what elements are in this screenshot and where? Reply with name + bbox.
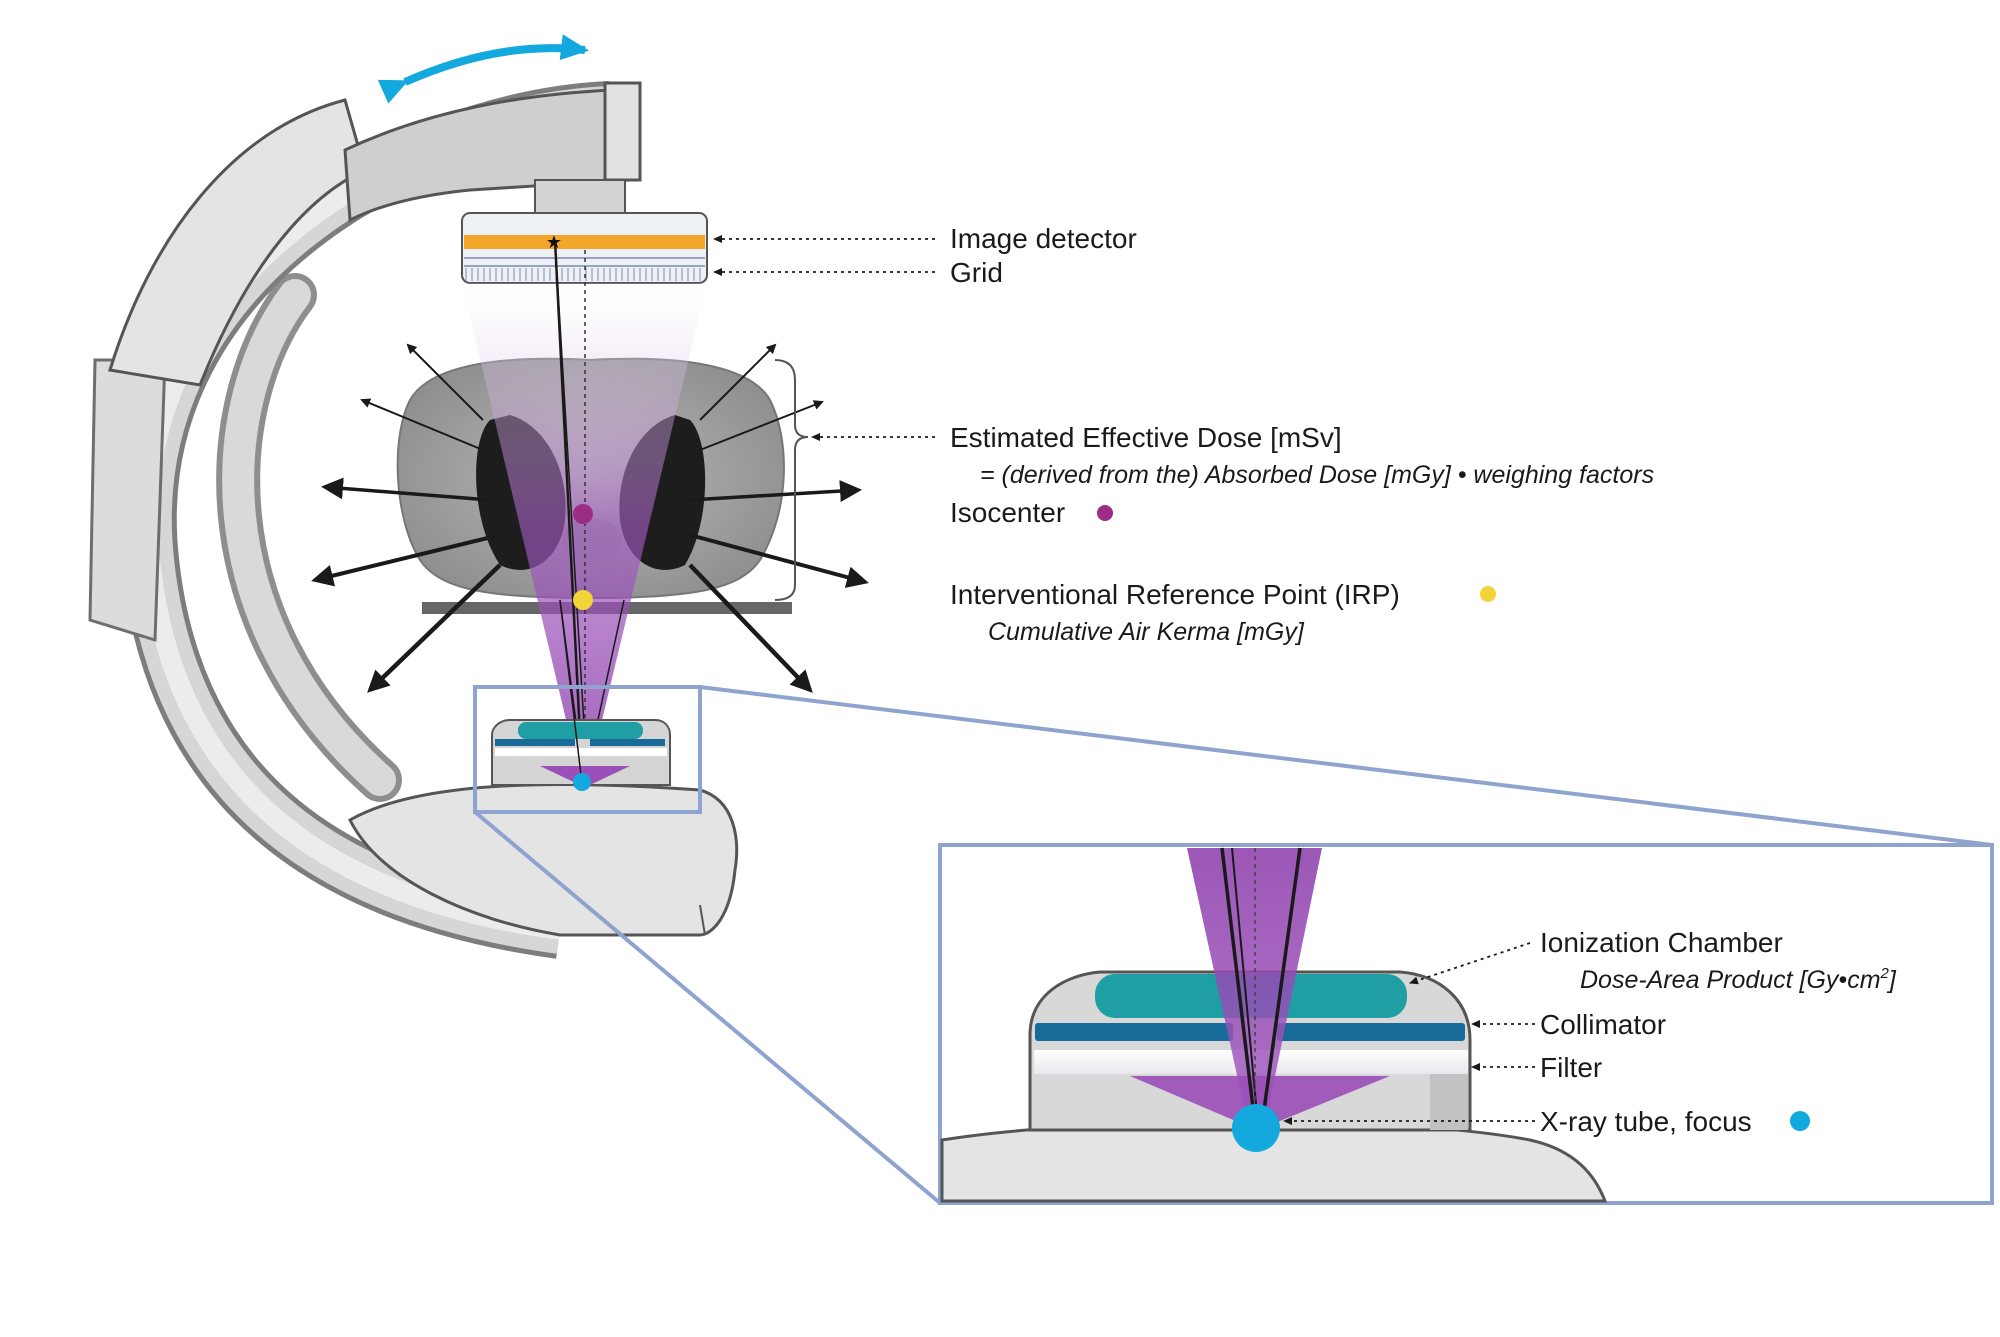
focus-dot-large <box>1232 1104 1280 1152</box>
c-arm <box>88 81 739 959</box>
legend-focus-dot <box>1790 1111 1810 1131</box>
label-irp-sub: Cumulative Air Kerma [mGy] <box>988 618 1305 646</box>
detector-grid <box>465 268 701 281</box>
focus-dot-small <box>573 773 591 791</box>
detector-star-icon: ★ <box>546 232 562 252</box>
legend-isocenter-dot <box>1097 505 1113 521</box>
label-xray-tube: X-ray tube, focus <box>1540 1106 1752 1137</box>
isocenter-dot-icon <box>573 504 593 524</box>
image-detector <box>461 212 708 284</box>
irp-dot-icon <box>573 590 593 610</box>
label-image-detector: Image detector <box>950 223 1137 254</box>
label-effective-dose: Estimated Effective Dose [mSv] <box>950 422 1342 453</box>
label-irp: Interventional Reference Point (IRP) <box>950 579 1400 610</box>
label-grid: Grid <box>950 257 1003 288</box>
label-effective-dose-formula: = (derived from the) Absorbed Dose [mGy]… <box>980 461 1654 489</box>
scatter-radiation-arrows <box>311 343 869 693</box>
zoom-panel <box>938 843 1994 1205</box>
rotation-double-arrow-icon <box>377 34 589 104</box>
legend-irp-dot <box>1480 586 1496 602</box>
leader-lines <box>713 235 1535 1125</box>
xray-beam <box>462 283 707 770</box>
dose-bracket <box>774 359 809 601</box>
label-isocenter: Isocenter <box>950 497 1065 528</box>
xray-tube-small <box>491 719 671 786</box>
label-dap: Dose-Area Product [Gy•cm2] <box>1580 965 1897 994</box>
label-filter: Filter <box>1540 1052 1602 1083</box>
label-collimator: Collimator <box>1540 1009 1666 1040</box>
zoom-indicator <box>473 685 1993 1205</box>
label-ionization-chamber: Ionization Chamber <box>1540 927 1783 958</box>
